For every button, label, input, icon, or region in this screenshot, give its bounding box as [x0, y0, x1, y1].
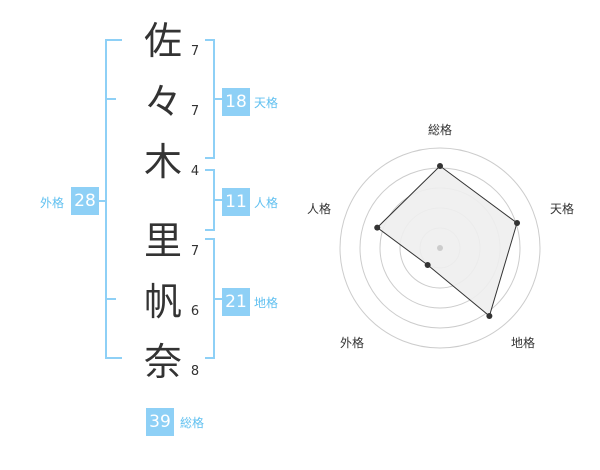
stroke-count-3: 4 — [190, 164, 200, 179]
radar-point-4 — [424, 261, 431, 268]
radar-axis-label-gaikaku: 外格 — [340, 336, 365, 350]
jinkaku-label: 人格 — [254, 196, 279, 210]
gaikaku-label: 外格 — [40, 196, 65, 210]
name-char-2: 々 — [143, 80, 182, 124]
name-char-4: 里 — [143, 219, 182, 263]
radar-center-dot — [437, 245, 443, 251]
soukaku-value-badge: 39 — [146, 408, 174, 436]
stroke-count-6: 8 — [190, 364, 200, 379]
radar-axis-label-tenkaku: 天格 — [550, 202, 575, 216]
name-char-3: 木 — [143, 140, 182, 184]
chikaku-value-badge: 21 — [222, 288, 250, 316]
chikaku-label: 地格 — [254, 296, 279, 310]
radar-point-2 — [514, 219, 521, 226]
soukaku-label: 総格 — [180, 416, 205, 430]
radar-area — [376, 165, 518, 317]
name-char-6: 奈 — [143, 340, 182, 384]
stroke-count-5: 6 — [190, 304, 200, 319]
radar-axis-label-chikaku: 地格 — [511, 336, 536, 350]
name-char-1: 佐 — [143, 19, 182, 63]
radar-point-5 — [374, 224, 381, 231]
gaikaku-value-badge: 28 — [71, 187, 99, 215]
stroke-count-2: 7 — [190, 104, 200, 119]
tenkaku-value-badge: 18 — [222, 88, 250, 116]
radar-axis-label-jinkaku: 人格 — [307, 202, 332, 216]
gaikaku-bracket — [105, 39, 122, 359]
stroke-count-1: 7 — [190, 44, 200, 59]
radar-point-1 — [437, 163, 443, 169]
jinkaku-value-badge: 11 — [222, 188, 250, 216]
stroke-count-4: 7 — [190, 244, 200, 259]
tenkaku-label: 天格 — [254, 96, 279, 110]
name-char-5: 帆 — [143, 280, 182, 324]
radar-axis-label-soukaku: 総格 — [428, 123, 453, 137]
radar-ring — [339, 147, 541, 349]
radar-point-3 — [486, 312, 493, 319]
